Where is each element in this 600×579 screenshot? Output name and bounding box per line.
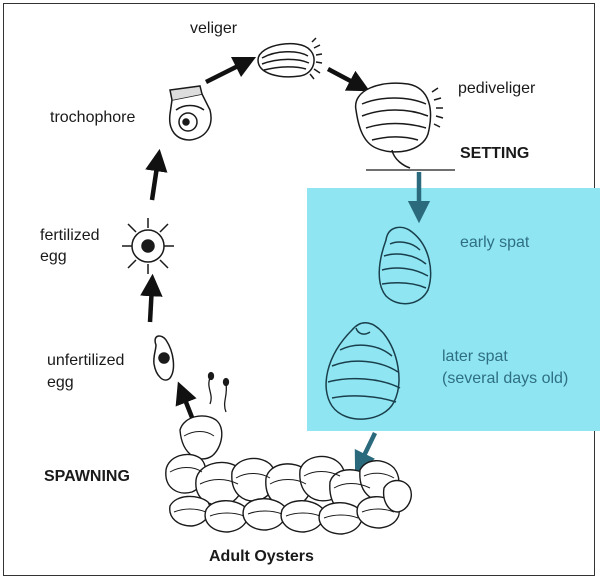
label-trochophore: trochophore [50, 107, 135, 128]
early-spat-icon [379, 227, 430, 303]
sperm-icon [209, 373, 229, 413]
label-fertilized-egg-line2: egg [40, 246, 67, 267]
arrow-veliger-to-pediveliger [328, 69, 360, 86]
label-early-spat: early spat [460, 232, 529, 253]
arrow-trochophore-to-veliger [206, 62, 246, 82]
arrow-adults-to-unfertilized [182, 392, 193, 420]
label-later-spat-line1: later spat [442, 346, 508, 367]
arrow-later-spat-to-adults [360, 433, 375, 464]
arrow-unfertilized-to-fertilized [150, 285, 152, 322]
label-later-spat-line2: (several days old) [442, 368, 568, 389]
label-adult-oysters: Adult Oysters [209, 546, 314, 567]
trochophore-icon [170, 86, 211, 140]
later-spat-icon [326, 323, 400, 419]
unfertilized-egg-icon [154, 336, 174, 380]
veliger-icon [258, 38, 322, 79]
label-unfertilized-egg-line1: unfertilized [47, 350, 124, 371]
label-spawning: SPAWNING [44, 466, 130, 487]
label-veliger: veliger [190, 18, 237, 39]
label-unfertilized-egg-line2: egg [47, 372, 74, 393]
label-setting: SETTING [460, 143, 529, 164]
label-fertilized-egg-line1: fertilized [40, 225, 100, 246]
arrow-fertilized-to-trochophore [152, 160, 158, 200]
pediveliger-icon [356, 83, 455, 170]
fertilized-egg-icon [122, 218, 174, 274]
label-pediveliger: pediveliger [458, 78, 535, 99]
